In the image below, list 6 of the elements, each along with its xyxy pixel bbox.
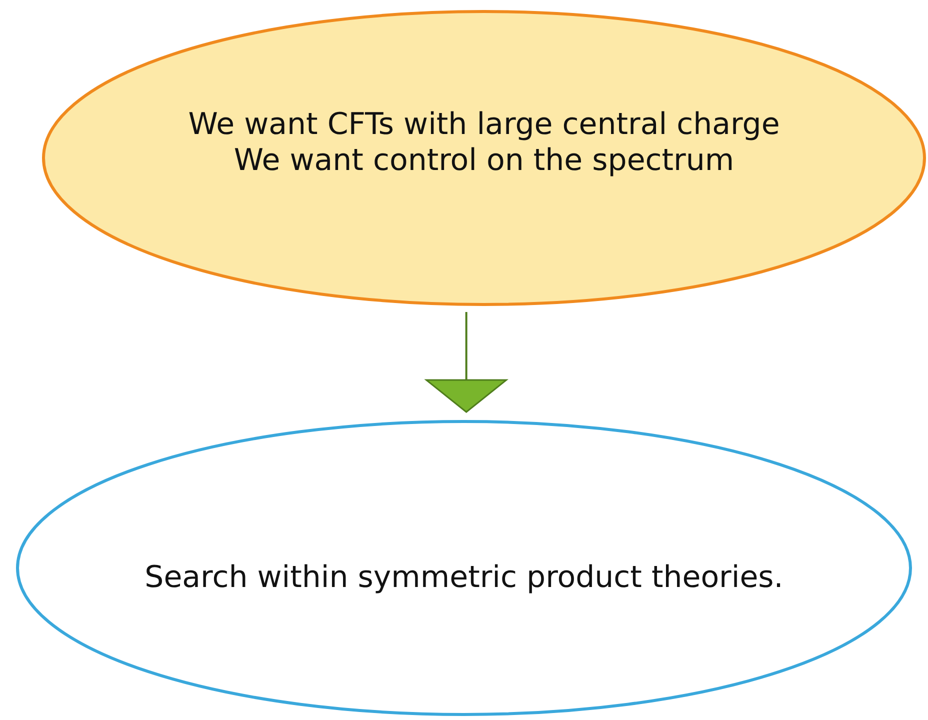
ellipse-node: [16, 420, 912, 716]
arrow: [426, 312, 508, 413]
node-text: We want control on the spectrum: [232, 143, 736, 179]
node-text: Search within symmetric product theories.: [144, 560, 784, 596]
node-text: We want CFTs with large central charge: [188, 107, 780, 143]
ellipse-node: [42, 10, 926, 306]
